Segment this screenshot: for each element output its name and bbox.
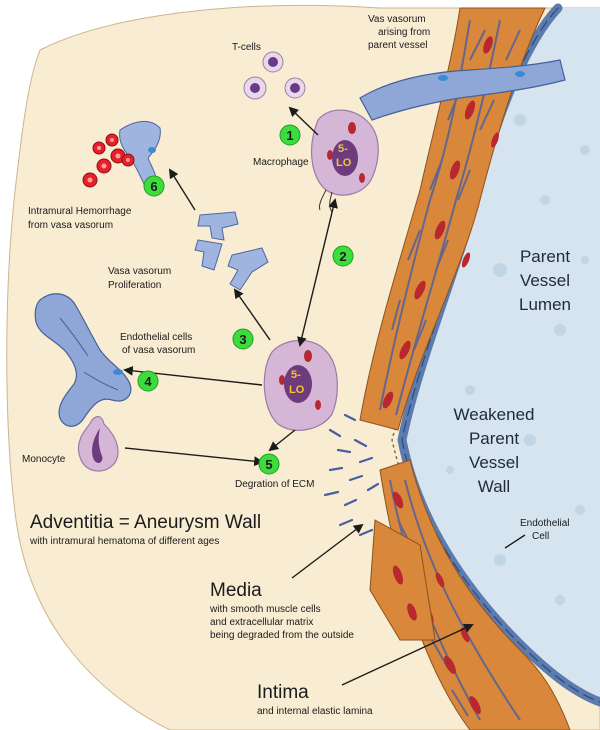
step-number-4: 4	[144, 374, 152, 389]
step-badge-3: 3	[233, 329, 253, 349]
intima-title: Intima	[257, 682, 309, 703]
media-subtitle-1: with smooth muscle cells	[209, 604, 321, 615]
five-lo-label-mid-1: 5-	[291, 369, 301, 381]
step-number-5: 5	[265, 457, 272, 472]
step-number-3: 3	[239, 332, 246, 347]
weakened-label-2: Parent	[469, 429, 519, 448]
media-title: Media	[210, 580, 262, 601]
degradation-label: Degration of ECM	[235, 479, 314, 490]
hemorrhage-label-2: from vasa vasorum	[28, 220, 113, 231]
step-badge-2: 2	[333, 246, 353, 266]
media-subtitle-2: and extracellular matrix	[210, 617, 313, 628]
weakened-label-3: Vessel	[469, 453, 519, 472]
step-number-1: 1	[286, 128, 293, 143]
step-badge-1: 1	[280, 125, 300, 145]
macrophage-middle: 5- LO	[264, 340, 337, 430]
macrophage-label: Macrophage	[253, 157, 309, 168]
five-lo-label-mid-2: LO	[289, 384, 305, 396]
vas-vasorum-label-3: parent vessel	[368, 40, 427, 51]
step-number-2: 2	[339, 249, 346, 264]
endothelial-cell-label-1: Endothelial	[520, 518, 569, 529]
endothelial-vv-label-2: of vasa vasorum	[122, 345, 195, 356]
lumen-label-2: Vessel	[520, 271, 570, 290]
proliferation-label-2: Proliferation	[108, 280, 161, 291]
weakened-label-4: Wall	[478, 477, 510, 496]
intima-subtitle: and internal elastic lamina	[257, 706, 373, 717]
endothelial-vv-label-1: Endothelial cells	[120, 332, 192, 343]
five-lo-label-top-2: LO	[336, 157, 352, 169]
proliferation-label-1: Vasa vasorum	[108, 266, 171, 277]
vas-vasorum-label-1: Vas vasorum	[368, 14, 426, 25]
step-badge-4: 4	[138, 371, 158, 391]
adventitia-title: Adventitia = Aneurysm Wall	[30, 512, 261, 533]
adventitia-subtitle: with intramural hematoma of different ag…	[29, 536, 219, 547]
five-lo-label-top-1: 5-	[338, 143, 348, 155]
monocyte-label: Monocyte	[22, 454, 66, 465]
step-badge-5: 5	[259, 454, 279, 474]
lumen-label-1: Parent	[520, 247, 570, 266]
step-number-6: 6	[150, 179, 157, 194]
t-cells-label: T-cells	[232, 42, 261, 53]
lumen-label-3: Lumen	[519, 295, 571, 314]
media-subtitle-3: being degraded from the outside	[210, 630, 354, 641]
vas-vasorum-label-2: arising from	[378, 27, 430, 38]
step-badge-6: 6	[144, 176, 164, 196]
hemorrhage-label-1: Intramural Hemorrhage	[28, 206, 132, 217]
endothelial-cell-label-2: Cell	[532, 531, 549, 542]
weakened-label-1: Weakened	[454, 405, 535, 424]
